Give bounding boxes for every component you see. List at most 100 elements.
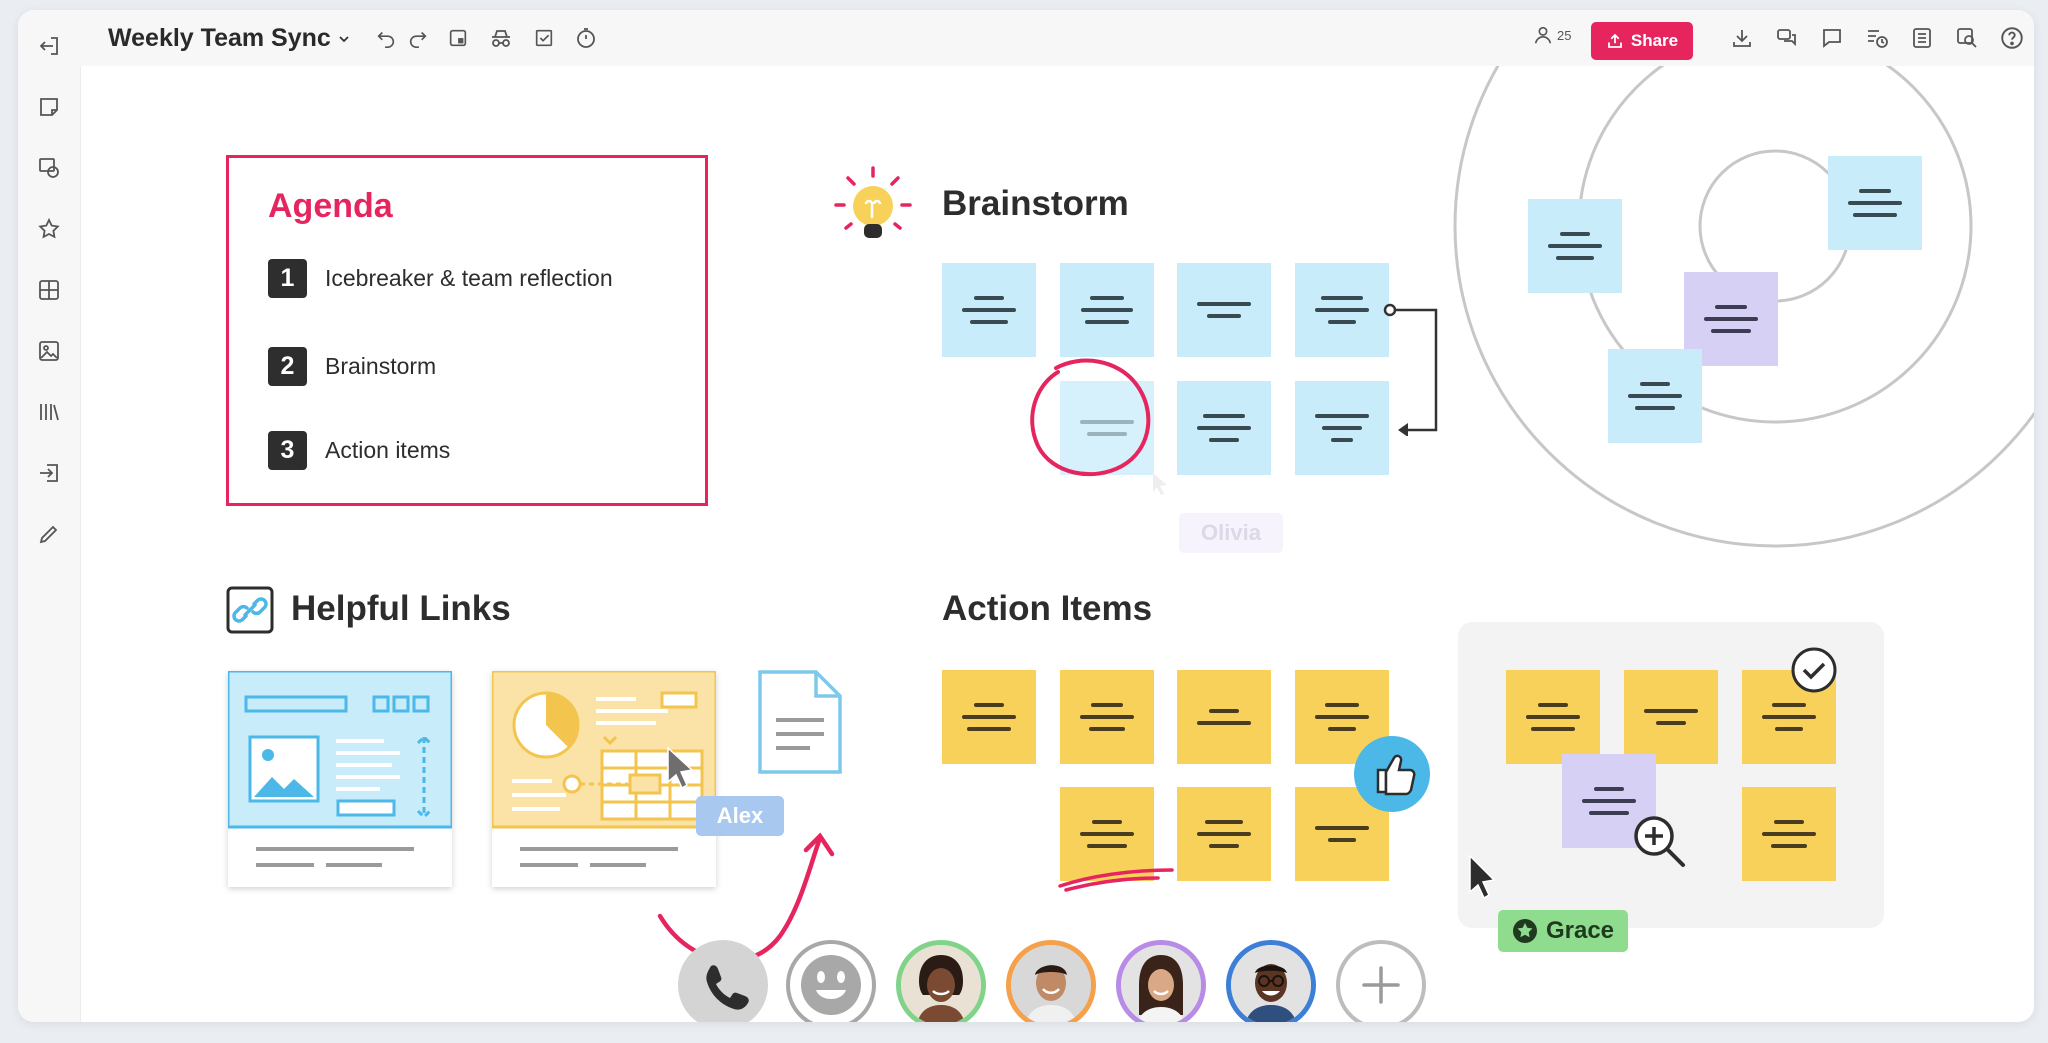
sticky-note[interactable] xyxy=(1828,156,1922,250)
helpful-links-title: Helpful Links xyxy=(291,589,511,628)
link-card-website[interactable] xyxy=(226,669,454,887)
document-icon[interactable] xyxy=(756,668,844,776)
curved-arrow-annotation[interactable] xyxy=(650,766,870,976)
sticky-note-icon[interactable] xyxy=(32,90,66,124)
cursor-icon xyxy=(1153,473,1167,495)
star-badge-icon xyxy=(1512,919,1537,943)
add-participant-button[interactable] xyxy=(1336,940,1426,1022)
outline-icon[interactable] xyxy=(1906,22,1938,54)
comments-icon[interactable] xyxy=(1771,22,1803,54)
agenda-frame[interactable]: Agenda 1 Icebreaker & team reflection 2 … xyxy=(226,155,708,506)
check-circle-icon[interactable] xyxy=(1790,646,1838,694)
link-icon xyxy=(226,586,274,634)
top-toolbar: Weekly Team Sync 25 Share xyxy=(80,10,2034,66)
sticky-note[interactable] xyxy=(1060,787,1154,881)
sticky-note[interactable] xyxy=(1506,670,1600,764)
person-avatar-icon xyxy=(1011,945,1091,1022)
table-icon[interactable] xyxy=(32,273,66,307)
pen-icon[interactable] xyxy=(32,517,66,551)
participant-avatar[interactable] xyxy=(1226,940,1316,1022)
upload-icon xyxy=(1607,33,1622,48)
activity-icon[interactable] xyxy=(1861,22,1893,54)
checklist-icon[interactable] xyxy=(528,22,560,54)
agenda-number: 2 xyxy=(268,347,307,386)
sticky-note[interactable] xyxy=(1624,670,1718,764)
cursor-icon xyxy=(1469,854,1496,900)
participant-avatar[interactable] xyxy=(896,940,986,1022)
sticky-note[interactable] xyxy=(1295,381,1389,475)
agenda-text: Icebreaker & team reflection xyxy=(325,265,613,291)
lightbulb-icon xyxy=(834,166,912,238)
agenda-number: 3 xyxy=(268,431,307,470)
library-icon[interactable] xyxy=(32,395,66,429)
cursor-label-alex: Alex xyxy=(696,796,784,836)
sticky-note[interactable] xyxy=(1060,381,1154,475)
redo-icon[interactable] xyxy=(402,22,434,54)
frame-icon[interactable] xyxy=(442,22,474,54)
sticky-note[interactable] xyxy=(1177,381,1271,475)
participant-avatar[interactable] xyxy=(1006,940,1096,1022)
board-title: Weekly Team Sync xyxy=(108,24,331,52)
grace-label: Grace xyxy=(1545,917,1615,944)
agenda-item[interactable]: 2 Brainstorm xyxy=(268,347,436,386)
image-icon[interactable] xyxy=(32,334,66,368)
timer-icon[interactable] xyxy=(570,22,602,54)
undo-icon[interactable] xyxy=(370,22,402,54)
sticky-note[interactable] xyxy=(1177,670,1271,764)
person-avatar-icon xyxy=(901,945,981,1022)
sticky-note[interactable] xyxy=(942,670,1036,764)
agenda-number: 1 xyxy=(268,259,307,298)
board-title-menu[interactable]: Weekly Team Sync xyxy=(108,24,351,53)
online-users[interactable]: 25 xyxy=(1532,24,1571,46)
dashboard-thumbnail xyxy=(490,669,718,867)
sticky-note[interactable] xyxy=(1177,787,1271,881)
emoji-icon xyxy=(801,955,861,1015)
website-thumbnail xyxy=(226,669,454,867)
user-icon xyxy=(1534,26,1552,44)
shapes-icon[interactable] xyxy=(32,151,66,185)
sticky-note[interactable] xyxy=(1060,263,1154,357)
phone-icon xyxy=(706,965,749,1010)
cursor-icon xyxy=(667,746,694,790)
sticky-note[interactable] xyxy=(1295,263,1389,357)
incognito-icon[interactable] xyxy=(485,22,517,54)
connector-arrow[interactable] xyxy=(1380,296,1470,436)
chevron-down-icon xyxy=(339,35,349,42)
agenda-item[interactable]: 3 Action items xyxy=(268,431,450,470)
sticky-note[interactable] xyxy=(1177,263,1271,357)
zoom-in-icon[interactable] xyxy=(1630,812,1690,872)
sticky-note[interactable] xyxy=(1528,199,1622,293)
participant-avatar[interactable] xyxy=(1116,940,1206,1022)
agenda-text: Action items xyxy=(325,437,451,463)
cursor-label-olivia: Olivia xyxy=(1179,513,1283,553)
call-button[interactable] xyxy=(678,940,768,1022)
sticky-note[interactable] xyxy=(942,263,1036,357)
exit-icon[interactable] xyxy=(32,29,66,63)
whiteboard-canvas[interactable]: Agenda 1 Icebreaker & team reflection 2 … xyxy=(80,66,2034,1022)
star-icon[interactable] xyxy=(32,212,66,246)
underline-annotation[interactable] xyxy=(1052,856,1180,896)
person-avatar-icon xyxy=(1121,945,1201,1022)
import-icon[interactable] xyxy=(32,456,66,490)
thumbs-up-icon[interactable] xyxy=(1352,734,1432,814)
download-icon[interactable] xyxy=(1726,22,1758,54)
person-avatar-icon xyxy=(1231,945,1311,1022)
cursor-label-grace: Grace xyxy=(1498,910,1628,952)
add-icon xyxy=(1362,966,1400,1004)
search-icon[interactable] xyxy=(1951,22,1983,54)
link-card-dashboard[interactable] xyxy=(490,669,718,887)
app-window: Weekly Team Sync 25 Share xyxy=(18,10,2034,1022)
sticky-note[interactable] xyxy=(1608,349,1702,443)
circle-annotation[interactable] xyxy=(1020,346,1160,486)
brainstorm-title: Brainstorm xyxy=(942,184,1129,223)
user-count: 25 xyxy=(1557,27,1572,43)
left-sidebar xyxy=(18,10,81,1022)
sticky-note[interactable] xyxy=(1060,670,1154,764)
agenda-title: Agenda xyxy=(268,187,393,225)
agenda-item[interactable]: 1 Icebreaker & team reflection xyxy=(268,259,613,298)
chat-icon[interactable] xyxy=(1816,22,1848,54)
emoji-button[interactable] xyxy=(786,940,876,1022)
sticky-note[interactable] xyxy=(1742,787,1836,881)
help-icon[interactable] xyxy=(1996,22,2028,54)
share-button[interactable]: Share xyxy=(1591,22,1693,60)
